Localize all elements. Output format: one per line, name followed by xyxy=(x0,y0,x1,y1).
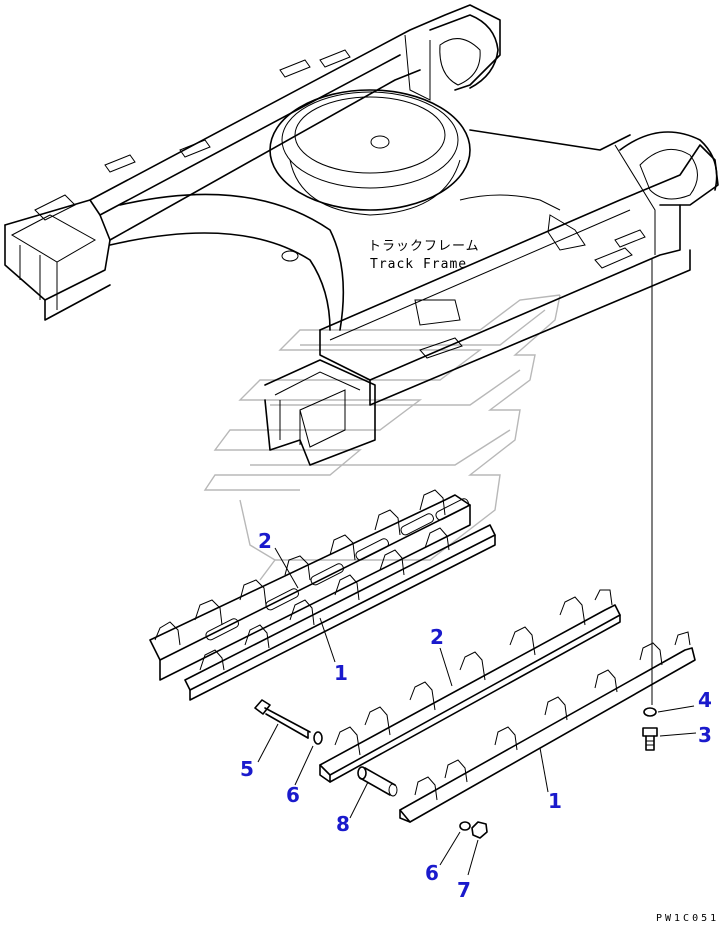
frame-label-en: Track Frame xyxy=(370,257,467,272)
callouts: 2 1 2 1 4 3 5 6 8 6 7 xyxy=(240,258,712,902)
guard-part-2-lower xyxy=(319,589,621,783)
guard-part-1-lower xyxy=(399,631,696,823)
nut xyxy=(471,821,488,839)
callout-5: 5 xyxy=(240,757,254,781)
hardware xyxy=(254,699,658,839)
washer-upper xyxy=(313,731,323,745)
callout-7: 7 xyxy=(457,878,471,902)
bolt-long xyxy=(254,699,311,739)
bolt-3 xyxy=(642,727,658,751)
track-frame xyxy=(4,4,719,466)
frame-label: トラックフレーム Track Frame xyxy=(368,239,480,272)
track-guard-assembly-upper xyxy=(149,489,496,701)
watermark-logo xyxy=(203,294,561,581)
frame-label-jp: トラックフレーム xyxy=(368,239,480,254)
callout-1-upper-label-2: 2 xyxy=(258,529,272,553)
callout-3: 3 xyxy=(698,723,712,747)
callout-2-lower: 2 xyxy=(430,625,444,649)
callout-1-lower: 1 xyxy=(548,789,562,813)
callout-4: 4 xyxy=(698,688,712,712)
callout-8: 8 xyxy=(336,812,350,836)
pin xyxy=(357,766,398,797)
washer-4 xyxy=(643,707,657,717)
drawing-code: PW1C051 xyxy=(656,913,719,924)
callout-1-upper: 1 xyxy=(334,661,348,685)
washer-lower xyxy=(459,821,471,831)
callout-6-lower: 6 xyxy=(425,861,439,885)
callout-6-upper: 6 xyxy=(286,783,300,807)
